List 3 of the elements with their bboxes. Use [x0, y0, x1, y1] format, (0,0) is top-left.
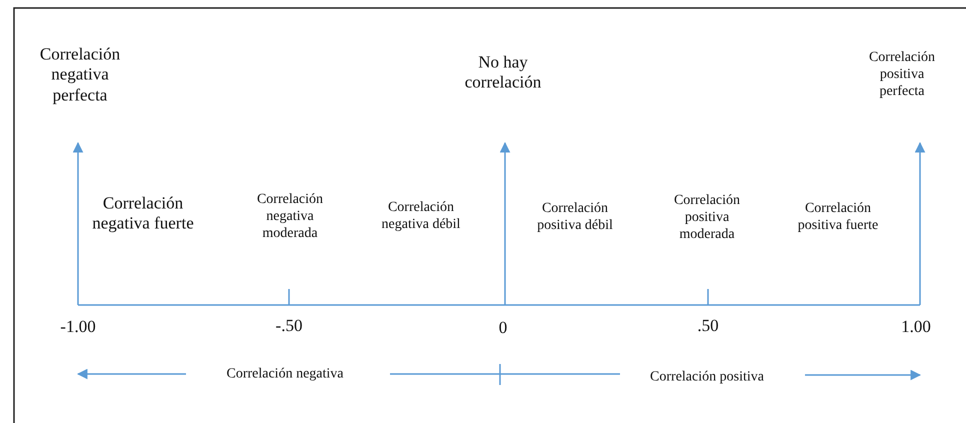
- range-label: Correlación positiva: [650, 370, 764, 386]
- heading-text: Correlación positiva perfecta: [868, 50, 936, 100]
- range-label: Correlación negativa: [226, 366, 344, 384]
